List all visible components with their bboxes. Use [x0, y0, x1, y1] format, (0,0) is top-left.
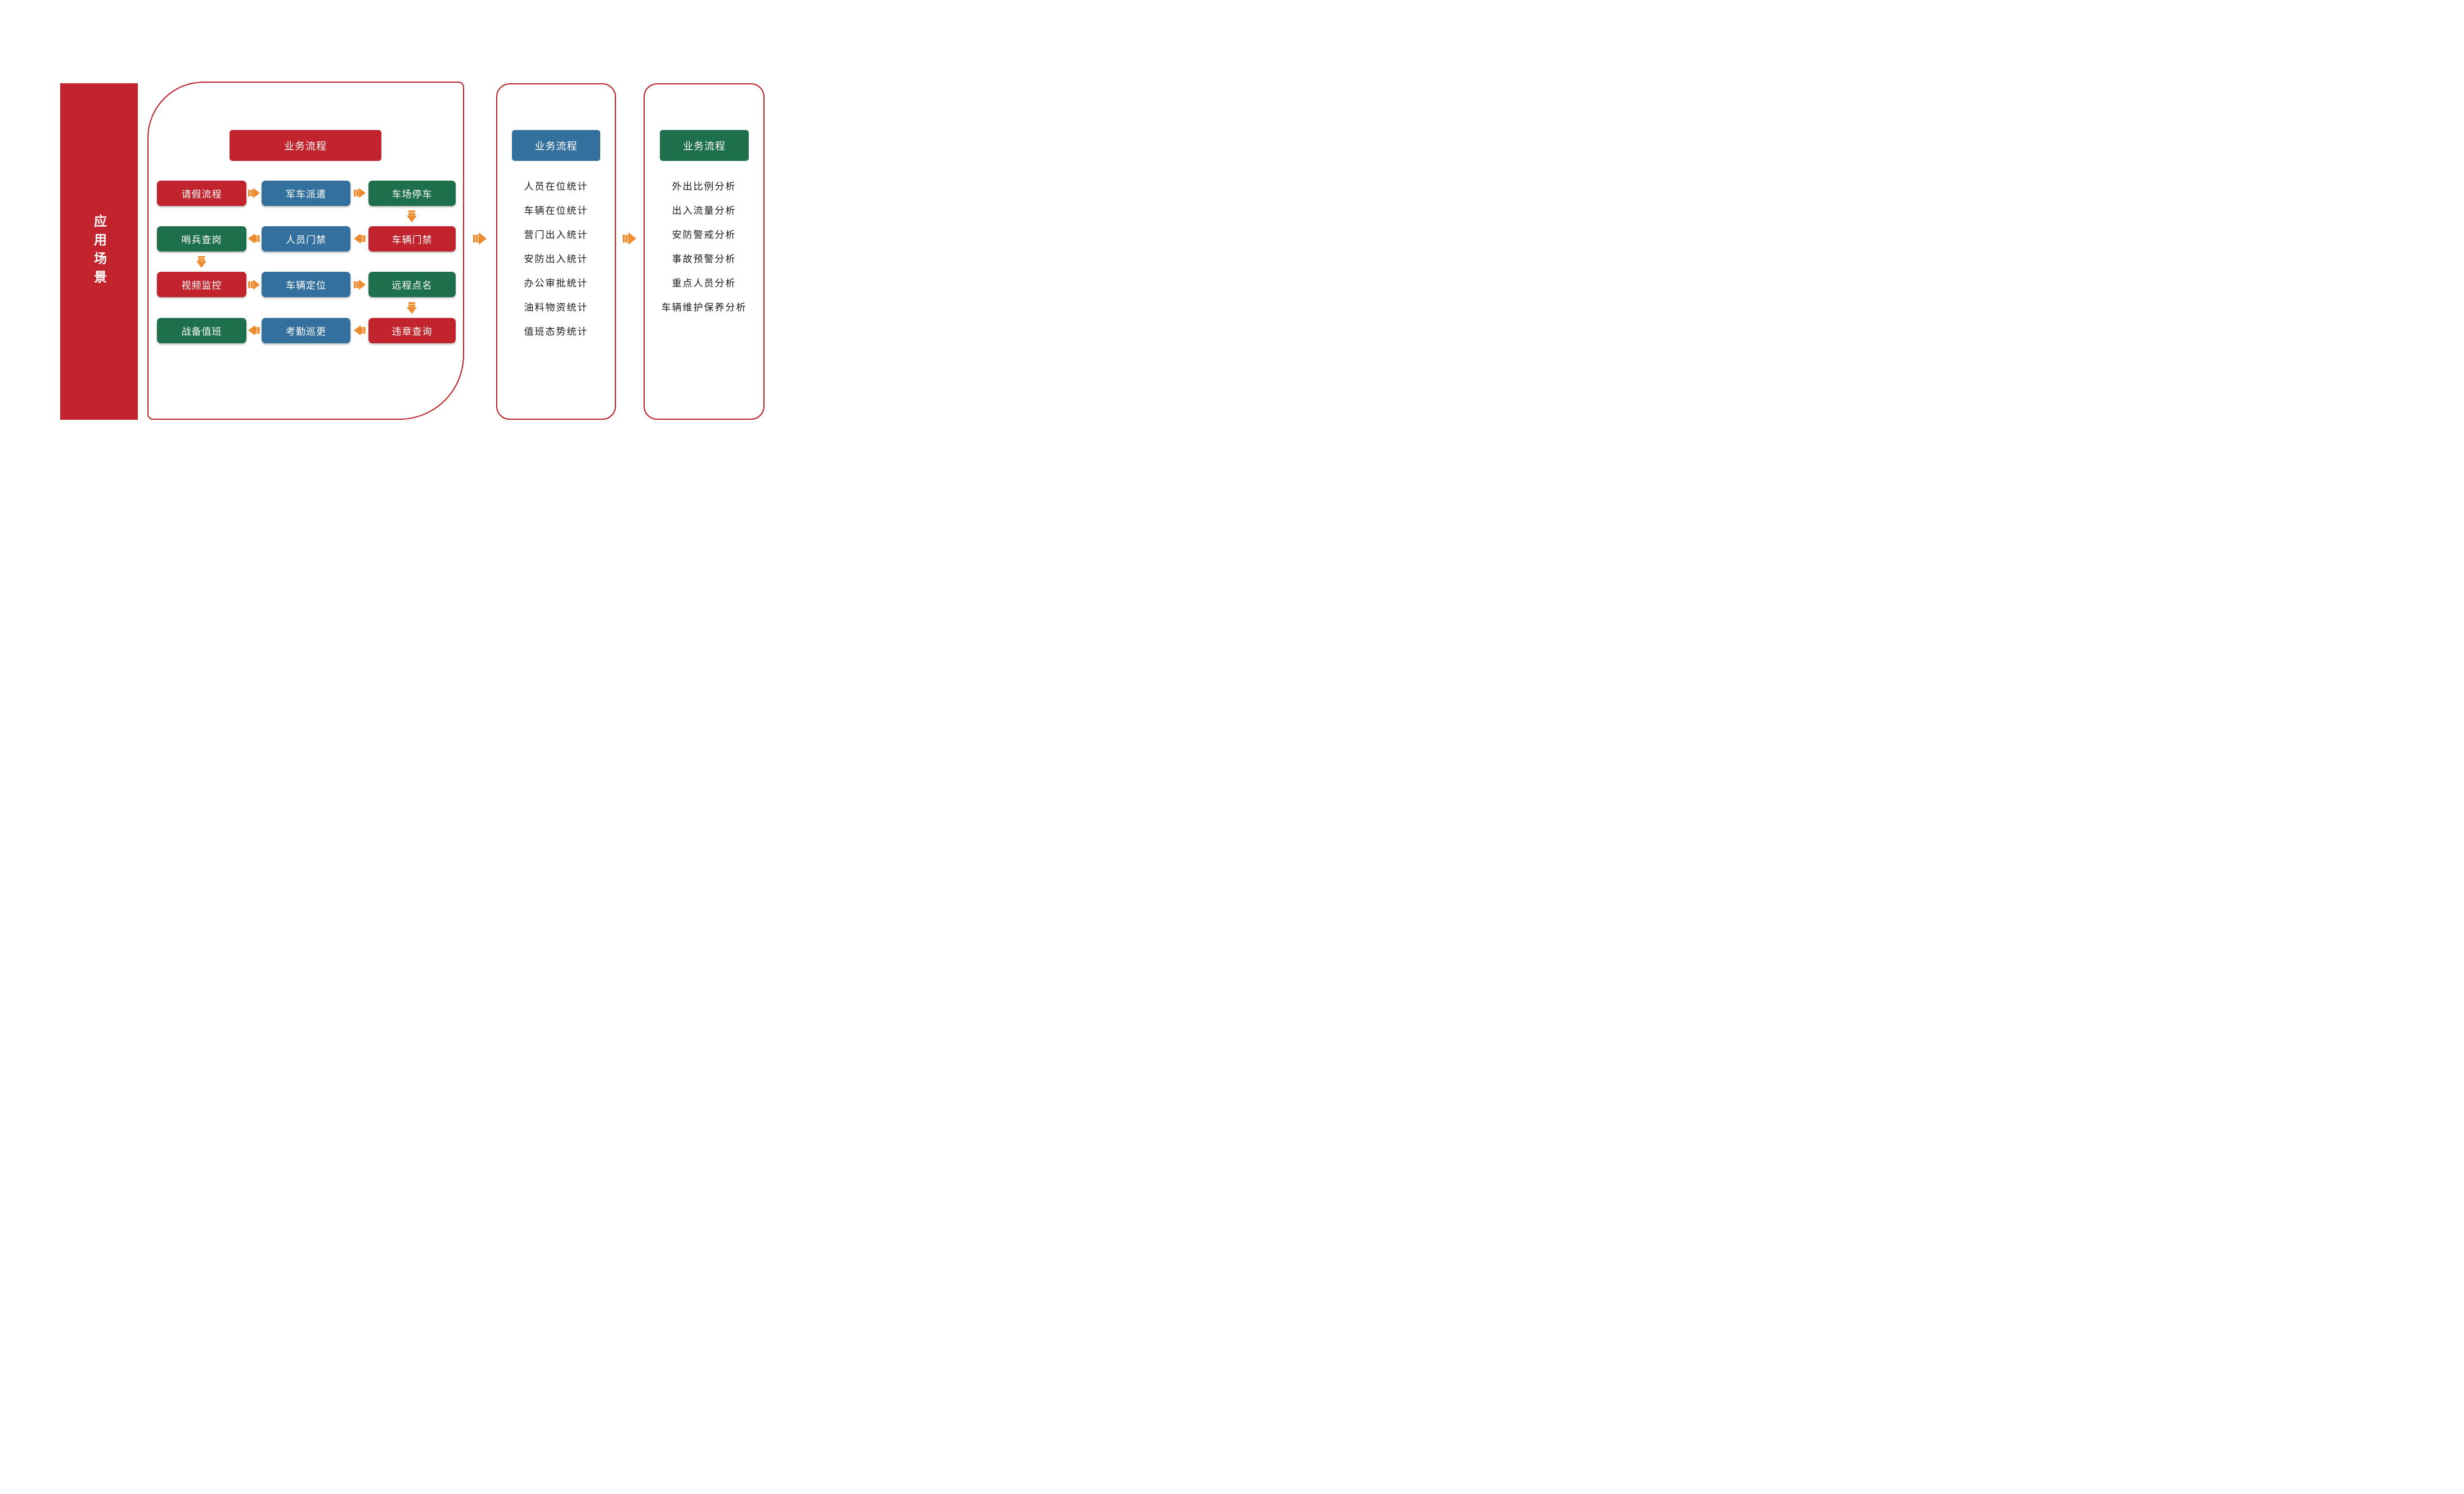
statistics-panel-header: 业务流程 [512, 130, 600, 161]
flow-box-vehicle-positioning: 车辆定位 [262, 272, 350, 297]
business-flow-header-label: 业务流程 [284, 140, 327, 152]
list-item-gate-access-stats: 营门出入统计 [524, 230, 588, 240]
flow-box-leave-process: 请假流程 [157, 181, 246, 206]
flow-arrow-left-icon [354, 325, 366, 335]
analysis-panel-header: 业务流程 [660, 130, 749, 161]
flow-box-parking-lot: 车场停车 [368, 181, 456, 206]
flow-box-label: 远程点名 [392, 280, 433, 291]
list-item-access-flow-analysis: 出入流量分析 [672, 205, 736, 216]
flow-box-video-surveillance: 视频监控 [157, 272, 246, 297]
flow-box-vehicle-access: 车辆门禁 [368, 226, 456, 252]
flow-arrow-right-icon [354, 188, 366, 198]
flow-box-label: 违章查询 [392, 326, 433, 337]
list-item-fuel-material-stats: 油料物资统计 [524, 302, 588, 313]
flow-arrow-left-icon [354, 234, 366, 244]
flow-box-violation-query: 违章查询 [368, 318, 456, 343]
application-scenario-diagram: 应用场景 业务流程 请假流程 军车派遣 车场停车 哨兵查岗 人员门禁 车辆门禁 … [0, 0, 821, 498]
flow-box-label: 哨兵查岗 [181, 235, 222, 245]
flow-arrow-left-icon [248, 234, 260, 244]
flow-box-label: 请假流程 [181, 189, 222, 200]
list-item-security-alert-analysis: 安防警戒分析 [672, 230, 736, 240]
flow-box-military-vehicle-dispatch: 军车派遣 [262, 181, 350, 206]
list-item-vehicle-maintenance-analysis: 车辆维护保养分析 [661, 302, 747, 313]
flow-box-attendance-patrol: 考勤巡更 [262, 318, 350, 343]
flow-box-label: 人员门禁 [286, 235, 326, 245]
flow-arrow-left-icon [248, 325, 260, 335]
list-item-security-access-stats: 安防出入统计 [524, 254, 588, 264]
analysis-list: 外出比例分析 出入流量分析 安防警戒分析 事故预警分析 重点人员分析 车辆维护保… [644, 173, 765, 318]
application-scenario-label: 应用场景 [92, 214, 107, 289]
flow-box-label: 车辆定位 [286, 280, 326, 291]
flow-arrow-down-icon [407, 210, 417, 222]
list-item-accident-warning-analysis: 事故预警分析 [672, 254, 736, 264]
flow-box-remote-roll-call: 远程点名 [368, 272, 456, 297]
list-item-office-approval-stats: 办公审批统计 [524, 278, 588, 289]
flow-arrow-down-icon [196, 256, 206, 268]
flow-arrow-right-icon [248, 188, 260, 198]
list-item-duty-posture-stats: 值班态势统计 [524, 326, 588, 337]
list-item-personnel-on-duty-stats: 人员在位统计 [524, 181, 588, 192]
connector-arrow-right-icon [623, 232, 636, 245]
statistics-panel-header-label: 业务流程 [534, 140, 578, 152]
flow-arrow-right-icon [248, 280, 260, 290]
flow-box-label: 军车派遣 [286, 189, 326, 200]
flow-box-label: 车辆门禁 [392, 235, 433, 245]
flow-box-label: 考勤巡更 [286, 326, 326, 337]
analysis-panel-header-label: 业务流程 [683, 140, 726, 152]
statistics-list: 人员在位统计 车辆在位统计 营门出入统计 安防出入统计 办公审批统计 油料物资统… [496, 173, 616, 343]
flow-arrow-down-icon [407, 302, 417, 314]
business-flow-header: 业务流程 [230, 130, 381, 161]
flow-box-label: 视频监控 [181, 280, 222, 291]
list-item-outing-ratio-analysis: 外出比例分析 [672, 181, 736, 192]
flow-box-personnel-access: 人员门禁 [262, 226, 350, 252]
list-item-key-personnel-analysis: 重点人员分析 [672, 278, 736, 289]
application-scenario-bar: 应用场景 [60, 83, 138, 420]
flow-box-label: 战备值班 [181, 326, 222, 337]
list-item-vehicle-on-duty-stats: 车辆在位统计 [524, 205, 588, 216]
connector-arrow-right-icon [473, 232, 487, 245]
flow-box-label: 车场停车 [392, 189, 433, 200]
flow-box-combat-readiness-duty: 战备值班 [157, 318, 246, 343]
flow-arrow-right-icon [354, 280, 366, 290]
flow-box-sentry-inspection: 哨兵查岗 [157, 226, 246, 252]
